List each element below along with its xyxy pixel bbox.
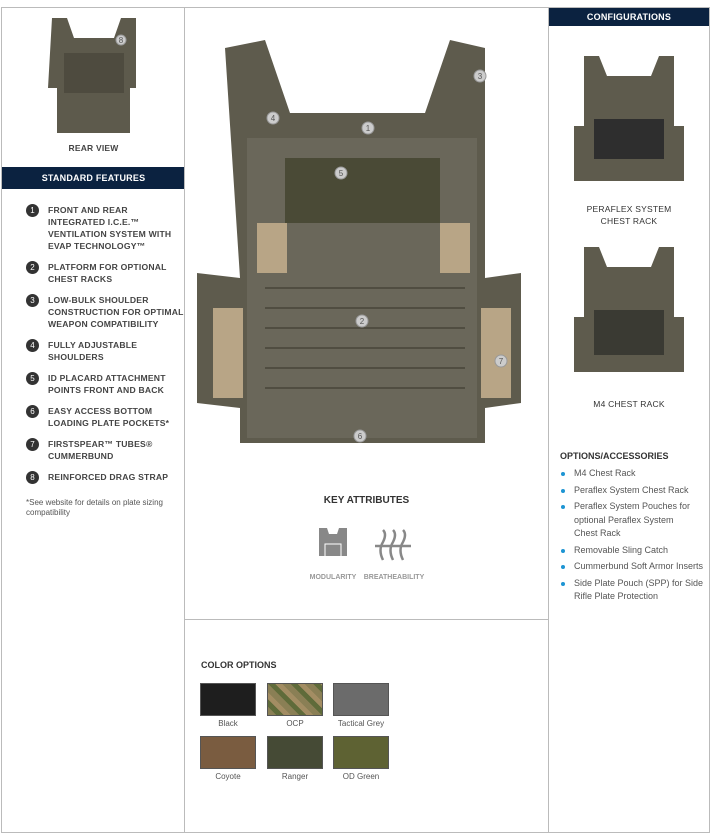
swatch-label: Tactical Grey <box>337 719 385 728</box>
feature-text: FIRSTSPEAR™ TUBES® CUMMERBUND <box>48 439 153 461</box>
color-options-panel: COLOR OPTIONS Black OCP Tactical Grey Co… <box>184 620 549 833</box>
modularity-label: MODULARITY <box>309 574 357 581</box>
feature-number: 4 <box>26 339 39 352</box>
left-column: 8 REAR VIEW STANDARD FEATURES 1 FRONT AND… <box>1 7 185 833</box>
feature-item: 7 FIRSTSPEAR™ TUBES® CUMMERBUND <box>26 438 185 462</box>
svg-text:1: 1 <box>366 124 371 133</box>
bullet-icon <box>561 472 565 476</box>
svg-text:2: 2 <box>360 317 365 326</box>
option-text: Side Plate Pouch (SPP) for Side Rifle Pl… <box>574 577 704 602</box>
configurations-header: CONFIGURATIONS <box>549 8 709 26</box>
option-text: Cummerbund Soft Armor Inserts <box>574 561 704 571</box>
options-accessories-title: OPTIONS/ACCESSORIES <box>560 451 669 461</box>
feature-number: 7 <box>26 438 39 451</box>
right-column: CONFIGURATIONS PERAFLEX SYSTEM CHEST RAC… <box>548 7 710 833</box>
option-text: Peraflex System Chest Rack <box>574 484 689 495</box>
feature-text: FRONT AND REAR INTEGRATED I.C.E.™ VENTIL… <box>48 205 172 251</box>
option-text: M4 Chest Rack <box>574 468 636 478</box>
feature-item: 6 EASY ACCESS BOTTOM LOADING PLATE POCKET… <box>26 405 185 429</box>
svg-text:3: 3 <box>478 72 483 81</box>
features-list: 1 FRONT AND REAR INTEGRATED I.C.E.™ VENTI… <box>2 204 185 484</box>
svg-text:7: 7 <box>499 357 504 366</box>
svg-text:4: 4 <box>271 114 276 123</box>
plate-sizing-note: *See website for details on plate sizing… <box>26 498 163 517</box>
peraflex-chest-rack-image <box>574 56 684 181</box>
swatch-label: Coyote <box>215 772 241 781</box>
feature-text: LOW-BULK SHOULDER CONSTRUCTION FOR OPTIM… <box>48 295 184 329</box>
feature-number: 5 <box>26 372 39 385</box>
bullet-icon <box>561 581 565 586</box>
rear-view-label: REAR VIEW <box>68 143 119 153</box>
rear-view-image: 8 <box>48 18 136 133</box>
bullet-icon <box>561 488 565 493</box>
option-item: Peraflex System Chest Rack <box>561 484 709 498</box>
option-text: Peraflex System Pouches for optional Per… <box>574 501 691 538</box>
feature-item: 8 REINFORCED DRAG STRAP <box>26 471 185 484</box>
config-label-m4: M4 CHEST RACK <box>593 399 665 409</box>
swatch-tactical-grey[interactable] <box>333 683 389 716</box>
key-attributes-title: KEY ATTRIBUTES <box>323 495 410 506</box>
feature-text: PLATFORM FOR OPTIONAL CHEST RACKS <box>48 262 167 284</box>
feature-text: EASY ACCESS BOTTOM LOADING PLATE POCKETS… <box>48 406 170 428</box>
feature-item: 5 ID PLACARD ATTACHMENT POINTS FRONT AND … <box>26 372 185 396</box>
m4-chest-rack-image <box>574 247 684 372</box>
feature-item: 2 PLATFORM FOR OPTIONAL CHEST RACKS <box>26 261 185 285</box>
color-options-title: COLOR OPTIONS <box>201 660 277 670</box>
feature-text: ID PLACARD ATTACHMENT POINTS FRONT AND B… <box>48 373 166 395</box>
swatch-ranger[interactable] <box>267 736 323 769</box>
feature-item: 3 LOW-BULK SHOULDER CONSTRUCTION FOR OPTI… <box>26 294 185 330</box>
swatch-od-green[interactable] <box>333 736 389 769</box>
swatch-ocp[interactable] <box>267 683 323 716</box>
option-item: Removable Sling Catch <box>561 544 709 558</box>
swatch-black[interactable] <box>200 683 256 716</box>
feature-number: 6 <box>26 405 39 418</box>
svg-text:6: 6 <box>358 432 363 441</box>
option-text: Removable Sling Catch <box>574 544 669 555</box>
modularity-icon <box>319 528 347 556</box>
bullet-icon <box>561 565 565 569</box>
svg-text:5: 5 <box>339 169 344 178</box>
feature-text: FULLY ADJUSTABLE SHOULDERS <box>48 340 138 362</box>
option-item: Peraflex System Pouches for optional Per… <box>561 500 709 541</box>
feature-number: 2 <box>26 261 39 274</box>
config-label-peraflex: PERAFLEX SYSTEM CHEST RACK <box>586 204 672 226</box>
feature-text: REINFORCED DRAG STRAP <box>48 472 169 482</box>
swatch-label: OD Green <box>342 772 380 781</box>
bullet-icon <box>561 548 565 553</box>
swatch-coyote[interactable] <box>200 736 256 769</box>
breatheability-label: BREATHEABILITY <box>363 574 425 581</box>
feature-number: 8 <box>26 471 39 484</box>
swatch-label: OCP <box>286 719 304 728</box>
option-item: M4 Chest Rack <box>561 467 709 481</box>
option-item: Side Plate Pouch (SPP) for Side Rifle Pl… <box>561 577 709 604</box>
swatch-label: Black <box>218 719 238 728</box>
feature-item: 4 FULLY ADJUSTABLE SHOULDERS <box>26 339 185 363</box>
vest-front-image: 1 2 3 4 5 6 7 <box>197 40 521 443</box>
feature-number: 1 <box>26 204 39 217</box>
feature-item: 1 FRONT AND REAR INTEGRATED I.C.E.™ VENTI… <box>26 204 185 252</box>
option-item: Cummerbund Soft Armor Inserts <box>561 560 709 574</box>
bullet-icon <box>561 505 565 509</box>
swatch-label: Ranger <box>281 772 309 781</box>
breatheability-icon <box>375 529 411 561</box>
main-product-panel: 1 2 3 4 5 6 7 KEY ATTRIBUTES MODULARITY … <box>184 7 549 620</box>
svg-text:8: 8 <box>119 36 124 45</box>
standard-features-header: STANDARD FEATURES <box>2 167 185 189</box>
feature-number: 3 <box>26 294 39 307</box>
